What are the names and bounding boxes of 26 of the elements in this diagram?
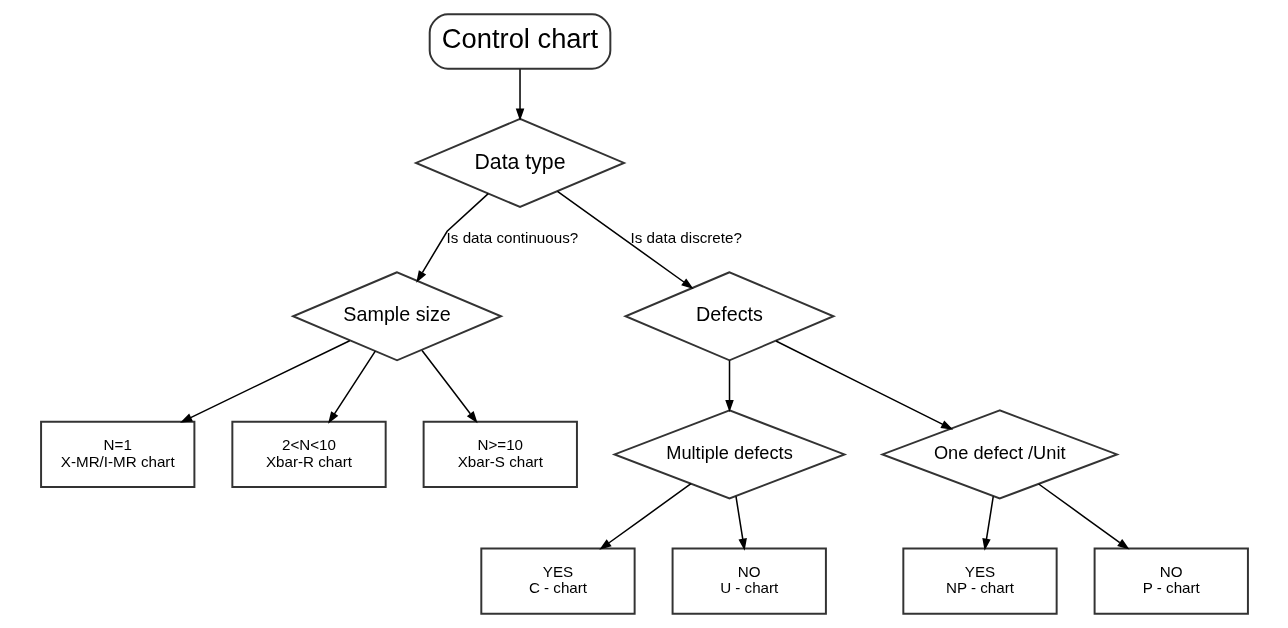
node-box: NO P - chart <box>1093 547 1249 615</box>
node-diamond: One defect /Unit <box>879 409 1120 500</box>
edge-label: Is data continuous? <box>446 229 578 247</box>
node-box: NO U - chart <box>671 547 827 615</box>
arrow <box>1037 483 1130 550</box>
node-box: N=1 X-MR/I-MR chart <box>39 420 195 489</box>
node-box: Control chart <box>428 13 611 70</box>
node-diamond: Data type <box>413 117 627 209</box>
arrow <box>724 359 734 413</box>
arrow <box>774 340 953 430</box>
arrow <box>981 495 994 551</box>
arrow <box>598 482 692 550</box>
node-box: YES C - chart <box>479 547 636 615</box>
node-diamond: Defects <box>622 271 836 362</box>
arrow <box>734 495 747 551</box>
arrow <box>515 68 524 121</box>
node-box: YES NP - chart <box>901 547 1058 615</box>
edge-label: Is data discrete? <box>630 229 742 247</box>
arrow <box>179 339 350 423</box>
node-box: N>=10 Xbar-S chart <box>422 420 578 489</box>
node-box: 2<N<10 Xbar-R chart <box>230 420 387 489</box>
arrow <box>420 349 478 424</box>
arrow <box>415 192 489 283</box>
node-diamond: Multiple defects <box>611 409 847 500</box>
arrow <box>556 190 694 289</box>
arrow <box>327 350 376 424</box>
